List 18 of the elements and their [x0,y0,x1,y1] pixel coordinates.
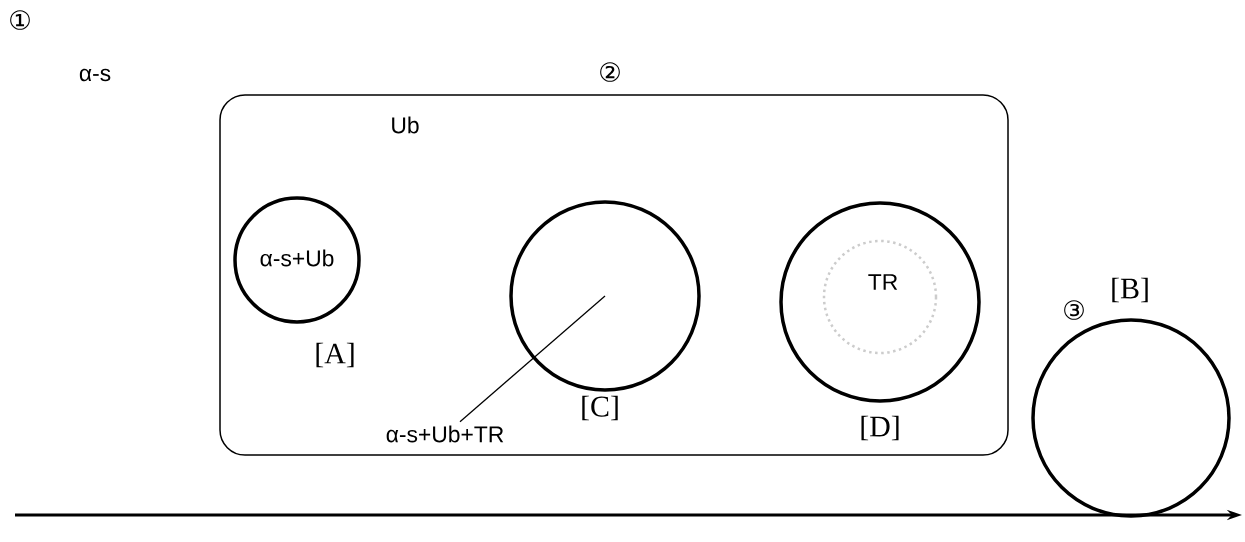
leader-line [459,295,606,423]
leader-text: α-s+Ub+TR [386,425,504,443]
box-heading: ② [600,62,620,82]
circle [509,200,701,392]
circle-label: α-s+Ub [260,249,334,267]
rounded-box [219,94,1009,456]
circle-caption: [A] [316,342,354,368]
circle-caption: ③ [1064,300,1084,320]
circled-number: ① [10,10,30,30]
circle-caption: [B] [1112,277,1148,303]
text-label: α-s [79,68,111,82]
circle-caption: Ub [392,116,419,134]
circle-caption: [C] [582,395,618,421]
circle-label: TR [868,274,898,290]
circle [1031,318,1231,518]
circle-caption: [D] [861,415,899,441]
circle [233,196,361,324]
circle [779,201,981,403]
